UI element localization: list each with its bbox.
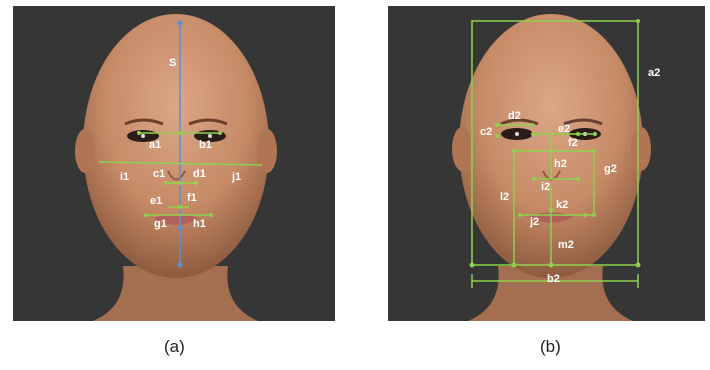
label-h1: h1 <box>193 218 206 230</box>
label-f1: f1 <box>187 192 197 204</box>
face-b-illustration <box>452 14 651 321</box>
label-k2: k2 <box>556 199 569 211</box>
label-s: S <box>169 57 177 69</box>
label-j2: j2 <box>530 216 540 228</box>
label-i1: i1 <box>120 171 130 183</box>
label-c2: c2 <box>480 126 493 138</box>
label-e2: e2 <box>558 123 571 135</box>
label-g1: g1 <box>154 218 167 230</box>
label-a1: a1 <box>149 139 162 151</box>
label-l2: l2 <box>500 191 510 203</box>
label-a2: a2 <box>648 67 661 79</box>
label-d1: d1 <box>193 168 206 180</box>
label-g2: g2 <box>604 163 617 175</box>
panel-a-face-landmarks: S a1 b1 c1 d1 i1 j1 e1 f1 g1 h1 <box>13 6 335 321</box>
caption-a: (a) <box>164 337 185 356</box>
label-b2: b2 <box>547 273 560 285</box>
panel-b-face-measurements: a2 d2 c2 e2 f2 h2 g2 i2 l2 k2 j2 m2 b2 <box>388 6 705 321</box>
label-e1: e1 <box>150 195 163 207</box>
caption-b: (b) <box>540 337 561 356</box>
label-d2: d2 <box>508 110 521 122</box>
label-b1: b1 <box>199 139 212 151</box>
label-c1: c1 <box>153 168 166 180</box>
label-f2: f2 <box>568 137 578 149</box>
label-j1: j1 <box>232 171 242 183</box>
label-m2: m2 <box>558 239 574 251</box>
label-h2: h2 <box>554 158 567 170</box>
face-a-illustration <box>75 14 277 321</box>
label-i2: i2 <box>541 181 551 193</box>
